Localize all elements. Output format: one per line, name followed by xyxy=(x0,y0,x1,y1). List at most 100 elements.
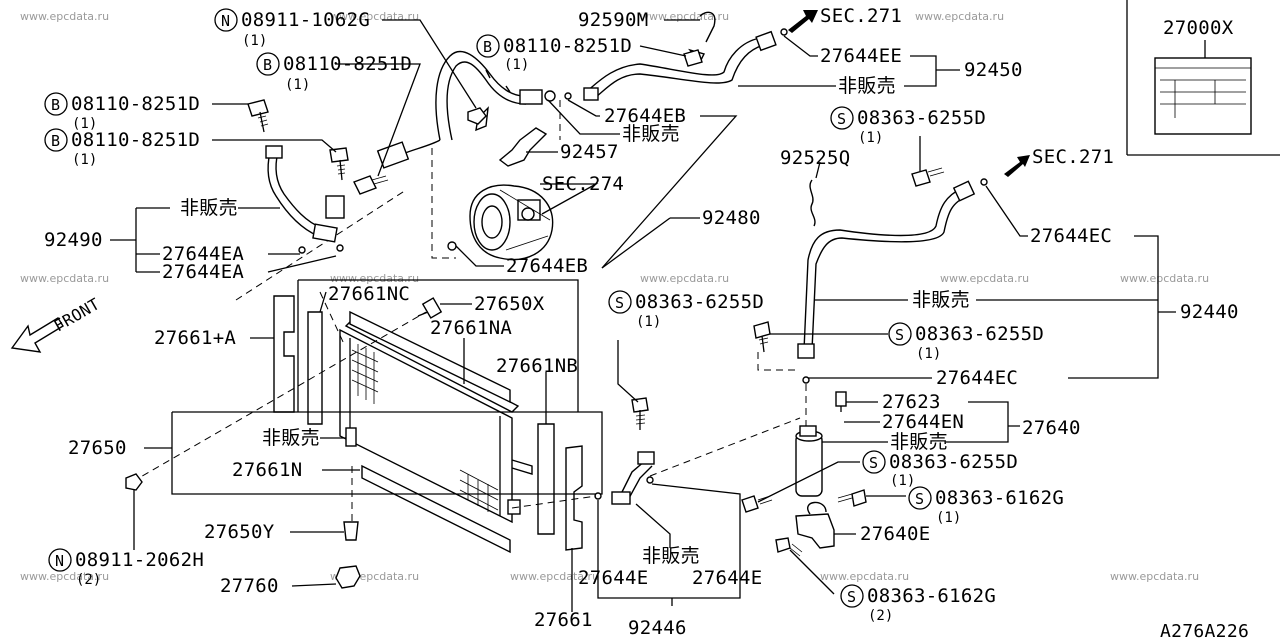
seal-27661na xyxy=(349,310,511,404)
hose-92480 xyxy=(376,50,572,169)
bolt-08363-6162g xyxy=(837,489,867,507)
svg-text:S: S xyxy=(847,588,856,606)
svg-text:B: B xyxy=(483,38,492,56)
section-arrow-icon xyxy=(788,10,818,33)
bolt-08110-8251d xyxy=(247,99,269,133)
bolt-badge-icon: B xyxy=(476,34,500,58)
svg-text:N: N xyxy=(221,12,230,30)
part-08110-8251d-label: 08110-8251D xyxy=(71,93,200,115)
screw-badge-icon: S xyxy=(830,106,854,130)
nut-badge-icon: N xyxy=(214,8,238,32)
qty-label: (2) xyxy=(76,572,101,588)
qty-label: (1) xyxy=(858,130,883,146)
part-27644e-label: 27644E xyxy=(578,567,648,589)
part-27644ea-label: 27644EA xyxy=(162,243,244,265)
part-27661n-label: 27661N xyxy=(232,459,302,481)
part-27644ea-label: 27644EA xyxy=(162,261,244,283)
hose-92490 xyxy=(265,145,345,254)
part-08363-6255d-label: 08363-6255D xyxy=(889,451,1018,473)
svg-text:S: S xyxy=(837,110,846,128)
screw-badge-icon: S xyxy=(888,322,912,346)
part-27644eb-label: 27644EB xyxy=(604,105,686,127)
compressor-sec274 xyxy=(469,184,554,261)
part-08911-2062h-label: 08911-2062H xyxy=(75,549,204,571)
bracket-27650y xyxy=(343,521,359,541)
bracket-92457 xyxy=(475,106,548,167)
qty-label: (1) xyxy=(916,346,941,362)
not-for-sale-label: 非販売 xyxy=(912,289,970,311)
part-27650y-label: 27650Y xyxy=(204,521,275,543)
bolt-08363-6255d xyxy=(631,397,649,430)
part-27661-label: 27661 xyxy=(534,609,593,631)
svg-text:S: S xyxy=(895,326,904,344)
watermark: www.epcdata.ru xyxy=(1120,272,1209,285)
watermark: www.epcdata.ru xyxy=(20,272,109,285)
bolt-08363-6162g xyxy=(775,537,803,557)
part-27644ee-label: 27644EE xyxy=(820,45,902,67)
svg-text:S: S xyxy=(915,490,924,508)
bolt-badge-icon: B xyxy=(44,92,68,116)
qty-label: (1) xyxy=(936,510,961,526)
not-for-sale-label: 非販売 xyxy=(642,545,700,567)
qty-label: (1) xyxy=(72,152,97,168)
svg-text:S: S xyxy=(615,294,624,312)
part-27644en-label: 27644EN xyxy=(882,411,964,433)
seal-27661 xyxy=(565,445,583,551)
part-27644eb-label: 27644EB xyxy=(506,255,588,277)
pressure-switch-27650x xyxy=(417,297,443,319)
not-for-sale-label: 非販売 xyxy=(180,197,238,219)
sec274-label: SEC.274 xyxy=(542,173,624,195)
watermark: www.epcdata.ru xyxy=(330,272,419,285)
part-08911-1062g-label: 08911-1062G xyxy=(241,9,370,31)
o-ring-27644eb xyxy=(447,241,457,251)
part-27644ec-label: 27644EC xyxy=(1030,225,1112,247)
bolt-badge-icon: B xyxy=(256,52,280,76)
part-27760-label: 27760 xyxy=(220,575,279,597)
qty-label: (1) xyxy=(636,314,661,330)
watermark: www.epcdata.ru xyxy=(940,272,1029,285)
part-08363-6255d-label: 08363-6255D xyxy=(857,107,986,129)
part-08363-6255d-label: 08363-6255D xyxy=(915,323,1044,345)
part-27623-label: 27623 xyxy=(882,391,941,413)
part-08363-6162g-label: 08363-6162G xyxy=(867,585,996,607)
screw-badge-icon: S xyxy=(840,584,864,608)
pressure-switch-27623 xyxy=(835,391,847,412)
nut-08911-2062h xyxy=(125,473,143,491)
high-pressure-hose-92450 xyxy=(583,11,788,101)
seal-27661n xyxy=(361,464,511,554)
watermark: www.epcdata.ru xyxy=(20,570,109,583)
part-27661nc-label: 27661NC xyxy=(328,283,410,305)
bolt-08363-6255d xyxy=(741,495,773,513)
part-92450-label: 92450 xyxy=(964,59,1023,81)
receiver-drier-27640 xyxy=(795,425,823,497)
qty-label: (1) xyxy=(72,116,97,132)
watermark: www.epcdata.ru xyxy=(915,10,1004,23)
bolt-08363-6255d xyxy=(753,321,771,353)
part-27661a-label: 27661+A xyxy=(154,327,236,349)
part-08110-8251d-label: 08110-8251D xyxy=(71,129,200,151)
part-92525q-label: 92525Q xyxy=(780,147,850,169)
seal-27661nc xyxy=(307,311,323,425)
pipe-92440 xyxy=(797,178,988,384)
part-08110-8251d-label: 08110-8251D xyxy=(503,35,632,57)
part-92457-label: 92457 xyxy=(560,141,619,163)
bolt-08363-6255d xyxy=(911,167,945,187)
part-27661nb-label: 27661NB xyxy=(496,355,578,377)
part-27640e-label: 27640E xyxy=(860,523,930,545)
watermarks: www.epcdata.ru www.epcdata.ru www.epcdat… xyxy=(20,10,1209,583)
part-27661na-label: 27661NA xyxy=(430,317,512,339)
qty-label: (1) xyxy=(504,57,529,73)
nut-badge-icon: N xyxy=(48,548,72,572)
not-for-sale-label: 非販売 xyxy=(622,123,680,145)
svg-text:S: S xyxy=(869,454,878,472)
label-27000x-panel: 27000X xyxy=(1126,0,1280,156)
part-92446-label: 92446 xyxy=(628,617,687,639)
leader-lines xyxy=(110,19,1176,612)
not-for-sale-label: 非販売 xyxy=(890,431,948,453)
bracket-27640e xyxy=(795,501,835,549)
bolt-08110-8251d xyxy=(683,49,703,67)
qty-label: (2) xyxy=(868,608,893,624)
part-27644ec-label: 27644EC xyxy=(936,367,1018,389)
screw-badge-icon: S xyxy=(608,290,632,314)
watermark: www.epcdata.ru xyxy=(1110,570,1199,583)
